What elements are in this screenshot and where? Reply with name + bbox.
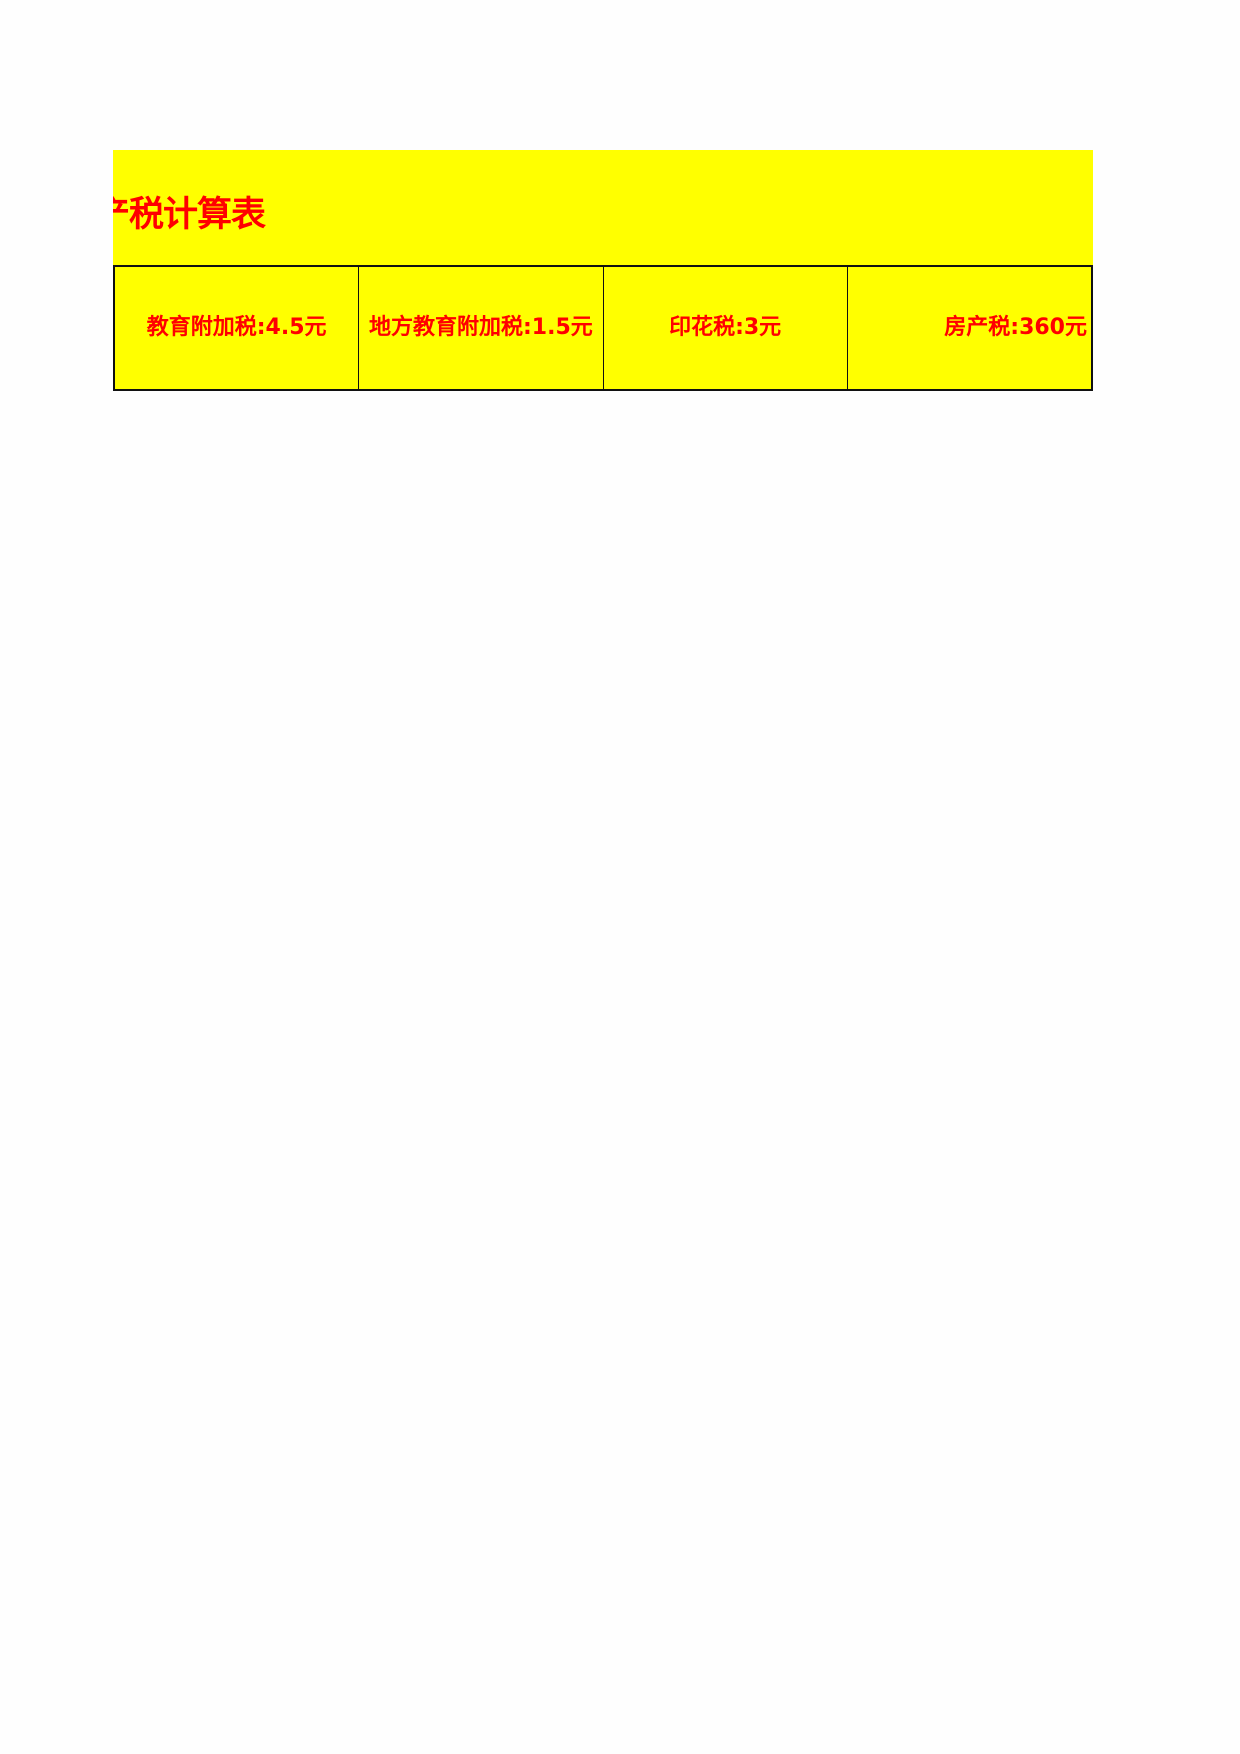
- cell-local-education-surcharge[interactable]: 地方教育附加税:1.5元: [359, 267, 604, 389]
- sheet-title: 产税计算表: [113, 195, 266, 235]
- title-band: 产税计算表: [113, 150, 1093, 266]
- tax-row: 教育附加税:4.5元 地方教育附加税:1.5元 印花税:3元 房产税:360元: [113, 265, 1093, 391]
- cell-stamp-tax[interactable]: 印花税:3元: [604, 267, 848, 389]
- cell-education-surcharge[interactable]: 教育附加税:4.5元: [115, 267, 360, 389]
- cell-property-tax[interactable]: 房产税:360元: [944, 315, 1087, 340]
